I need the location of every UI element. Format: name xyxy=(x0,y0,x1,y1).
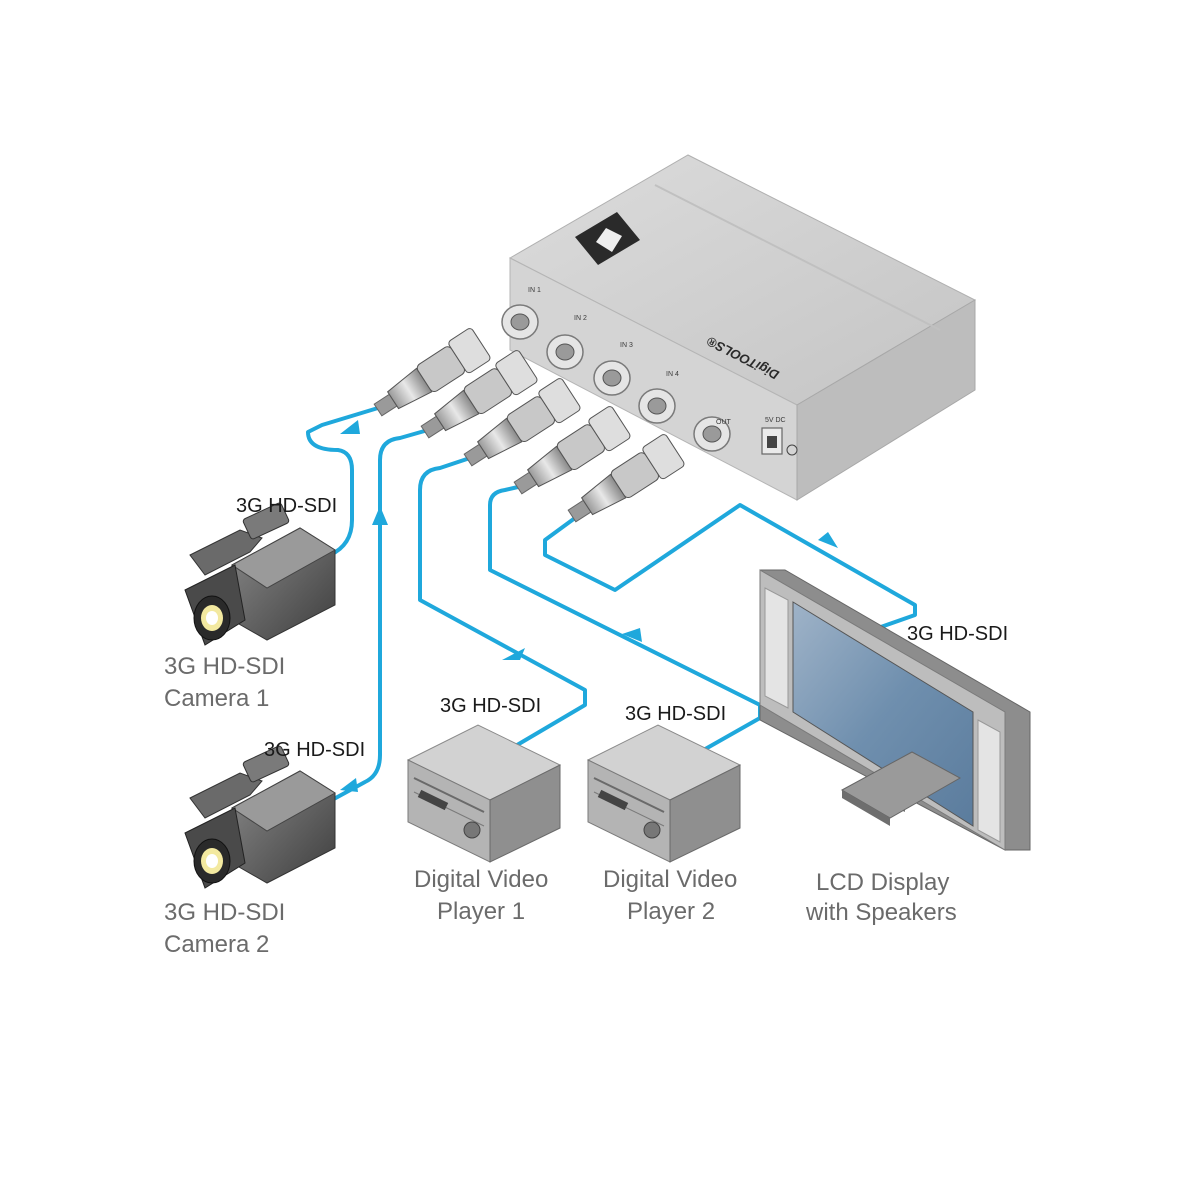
signal-arrow-icon xyxy=(372,506,388,525)
signal-arrow-icon xyxy=(340,778,358,792)
power-label: 5V DC xyxy=(765,417,786,424)
player-1-label-line1: Digital Video xyxy=(414,866,548,893)
bnc-connector-icon xyxy=(420,350,538,439)
cable-display xyxy=(543,503,917,630)
cable-label-display: 3G HD-SDI xyxy=(907,623,1008,645)
bnc-connector-icon xyxy=(373,328,491,417)
cable-label-camera1: 3G HD-SDI xyxy=(236,495,337,517)
bnc-connector-icon xyxy=(567,434,685,523)
port-label-in-4: IN 4 xyxy=(666,371,679,378)
port-in-2: IN 2 xyxy=(546,315,587,370)
cables xyxy=(306,406,917,802)
kramer-logo-icon xyxy=(575,212,640,265)
camera-1: 3G HD-SDI Camera 1 xyxy=(164,502,336,712)
cable-camera2 xyxy=(330,428,430,802)
cable-label-player2: 3G HD-SDI xyxy=(625,703,726,725)
port-label-in-3: IN 3 xyxy=(620,342,633,349)
player-1-label-line2: Player 1 xyxy=(437,898,525,925)
cable-player2 xyxy=(488,485,762,754)
arrows xyxy=(340,420,838,792)
signal-arrow-icon xyxy=(622,628,642,642)
cable-label-player1: 3G HD-SDI xyxy=(440,695,541,717)
port-label-out: OUT xyxy=(716,419,732,426)
port-in-1: IN 1 xyxy=(501,287,541,340)
cable-camera1 xyxy=(306,406,380,557)
signal-arrow-icon xyxy=(340,420,360,434)
signal-arrow-icon xyxy=(818,532,838,548)
video-camera-icon xyxy=(184,745,336,889)
camera-2-label-line2: Camera 2 xyxy=(164,931,269,958)
cable-label-camera2: 3G HD-SDI xyxy=(264,739,365,761)
cable-player1 xyxy=(418,456,587,750)
switcher-side xyxy=(796,299,976,501)
camera-1-label-line2: Camera 1 xyxy=(164,685,269,712)
port-out: OUT xyxy=(693,416,732,452)
bnc-connector-icon xyxy=(463,378,581,467)
signal-arrow-icon xyxy=(502,648,525,660)
player-2-label-line1: Digital Video xyxy=(603,866,737,893)
display-label-line2: with Speakers xyxy=(805,899,957,926)
bnc-connector-icon xyxy=(513,406,631,495)
port-in-4: IN 4 xyxy=(638,371,679,424)
bnc-connectors xyxy=(373,328,685,523)
player-2-label-line2: Player 2 xyxy=(627,898,715,925)
video-player-icon xyxy=(586,724,742,863)
player-1: Digital Video Player 1 xyxy=(406,724,562,925)
video-camera-icon xyxy=(184,502,336,646)
port-label-in-1: IN 1 xyxy=(528,287,541,294)
camera-2: 3G HD-SDI Camera 2 xyxy=(164,745,336,958)
port-in-3: IN 3 xyxy=(593,342,633,396)
display-label-line1: LCD Display xyxy=(816,869,949,896)
sdi-switcher: DigiTOOLS® IN 1 IN 2 IN 3 IN 4 OUT xyxy=(501,154,977,501)
port-label-in-2: IN 2 xyxy=(574,315,587,322)
power-jack: 5V DC xyxy=(761,417,798,456)
video-player-icon xyxy=(406,724,562,863)
camera-1-label-line1: 3G HD-SDI xyxy=(164,653,285,680)
lcd-display: LCD Display with Speakers xyxy=(759,569,1031,926)
player-2: Digital Video Player 2 xyxy=(586,724,742,925)
camera-2-label-line1: 3G HD-SDI xyxy=(164,899,285,926)
lcd-display-icon xyxy=(759,569,1031,851)
